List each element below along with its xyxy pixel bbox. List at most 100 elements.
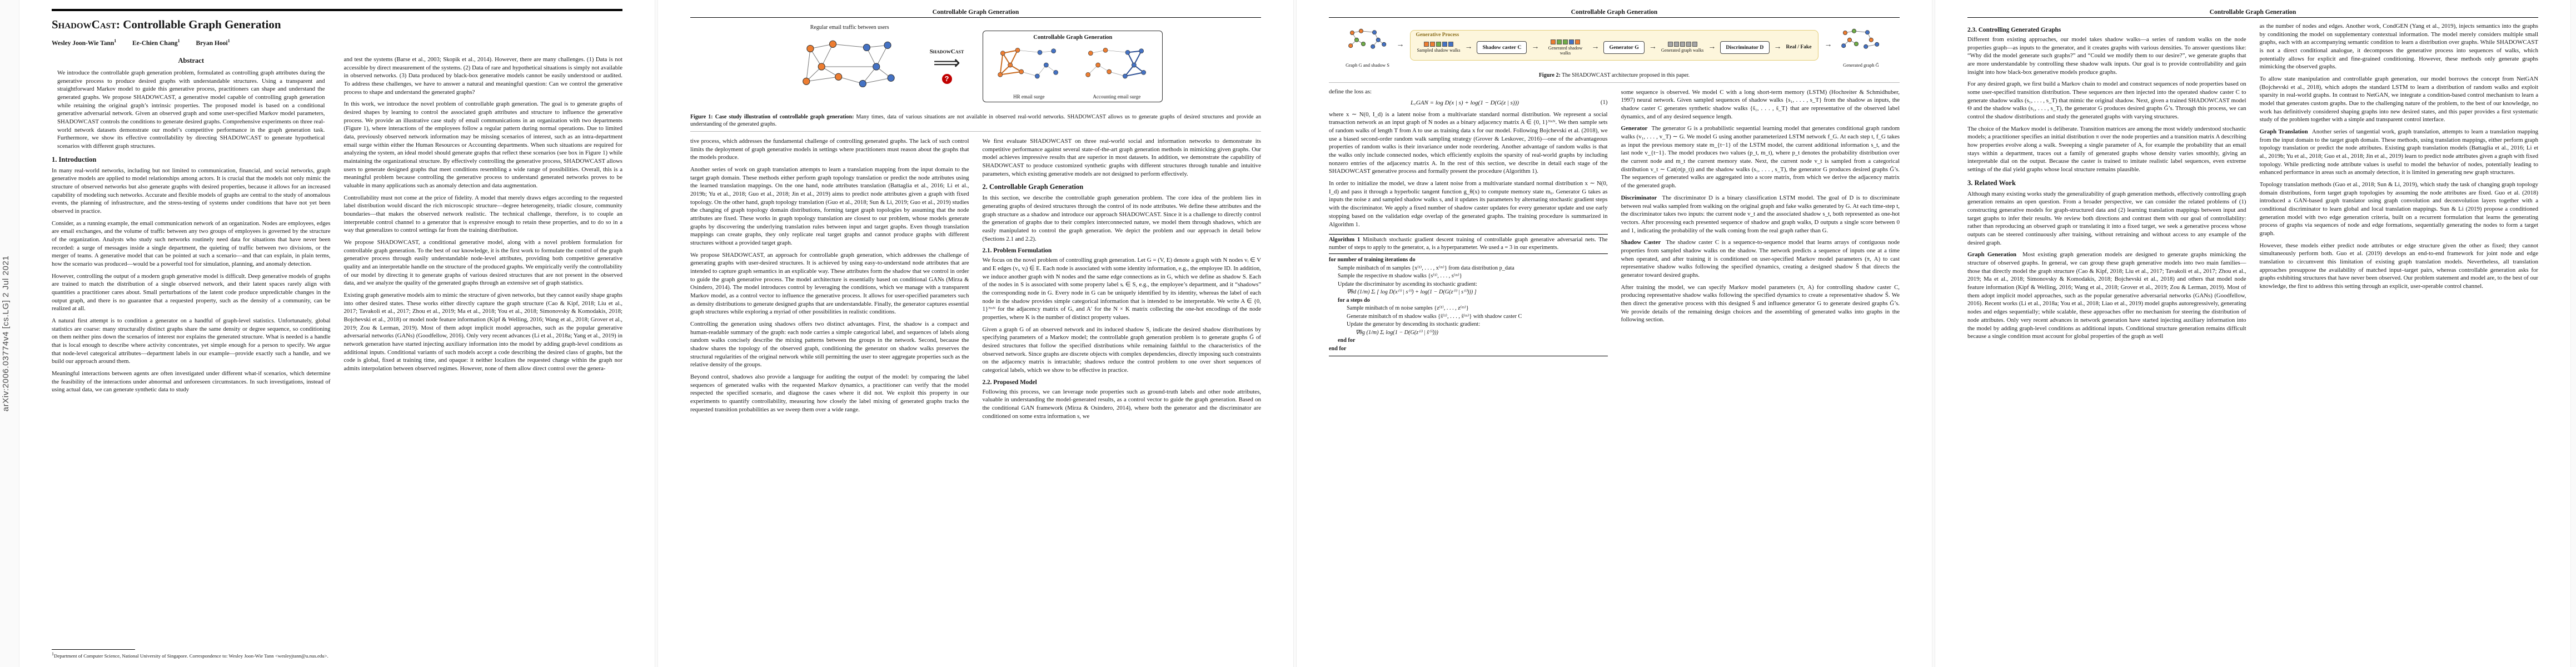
section-heading-2-1: 2.1. Problem Formulation	[982, 247, 1052, 255]
generator-term-lead: Generator	[1621, 125, 1648, 132]
authors-line: Wesley Joon-Wie Tann1 Ee-Chien Chang1 Br…	[52, 38, 622, 47]
section-heading-2-3: 2.3. Controlling Generated Graphs	[1967, 27, 2061, 33]
page-3: Controllable Graph Generation	[1296, 0, 1932, 667]
figure-divider	[1329, 82, 1900, 83]
body-paragraph: For any desired graph, we first build a …	[1967, 81, 2246, 121]
algorithm-line: end for	[1338, 337, 1356, 344]
running-header: Controllable Graph Generation	[2209, 9, 2296, 16]
graph-generation-lead: Graph Generation	[1967, 251, 2017, 258]
body-paragraph: some sequence is observed. We model C wi…	[1621, 88, 1900, 120]
author-1: Wesley Joon-Wie Tann1	[52, 38, 117, 47]
body-paragraph: Consider, as a running example, the emai…	[52, 220, 331, 267]
page2-columns: tive process, which addresses the fundam…	[690, 137, 1261, 424]
body-paragraph: We propose SHADOWCAST, an approach for c…	[690, 251, 969, 316]
body-paragraph: However, controlling the output of a mod…	[52, 272, 331, 312]
page4-right-column: as the number of nodes and edges. Anothe…	[2260, 22, 2539, 345]
section-heading-2-2: 2.2. Proposed Model	[982, 379, 1037, 386]
sampled-shadow-walks: Sampled shadow walks	[1417, 42, 1461, 53]
arxiv-stamp: arXiv:2006.03774v4 [cs.LG] 2 Jul 2021	[1, 255, 11, 412]
generated-graph-2-label: Accounting email surge	[1093, 93, 1141, 99]
algorithm-line: for number of training iterations do	[1329, 257, 1416, 263]
discriminator-output-label: Real / Fake	[1786, 44, 1812, 51]
arrow-icon: →	[1591, 43, 1600, 52]
body-paragraph: Given a graph G of an observed network a…	[982, 326, 1262, 374]
algorithm-line: Sample minibatch of m noise samples {z⁽¹…	[1347, 305, 1469, 312]
algorithm-line: for a steps do	[1338, 297, 1370, 303]
algorithm-line: Sample minibatch of m samples {x⁽¹⁾, . .…	[1338, 265, 1514, 271]
abstract-block: Abstract We introduce the controllable g…	[52, 57, 331, 151]
author-3-affiliation: 1	[227, 38, 230, 43]
figure-1-observed-network: Regular email traffic between users	[789, 24, 911, 108]
author-2: Ee-Chien Chang1	[132, 38, 180, 47]
generated-graph-1-label: HR email surge	[1013, 93, 1045, 99]
generated-graph-2: Accounting email surge	[1078, 42, 1155, 99]
arrow-icon: →	[1708, 43, 1716, 52]
figure-1-caption-lead: Figure 1: Case study illustration of con…	[690, 114, 854, 120]
section-heading-introduction: 1. Introduction	[52, 155, 97, 163]
equation-1-number: (1)	[1600, 99, 1608, 106]
body-paragraph: Another series of work on graph translat…	[690, 166, 969, 247]
body-paragraph: Controlling the generation using shadows…	[690, 321, 969, 369]
body-paragraph: as the number of nodes and edges. Anothe…	[2259, 23, 2539, 71]
paper-title-smallcaps: ShadowCast	[52, 18, 117, 31]
page4-left-column: 2.3. Controlling Generated Graphs Differ…	[1967, 22, 2246, 345]
paper-title-rest: : Controllable Graph Generation	[116, 18, 281, 31]
figure-1-graphic: Regular email traffic between users	[690, 22, 1261, 110]
page3-left-column: define the loss as: L꜀GAN = log D(x | s)…	[1329, 88, 1608, 357]
page4-columns: 2.3. Controlling Generated Graphs Differ…	[1967, 22, 2538, 345]
figure-1-generated-box: Controllable Graph Generation	[983, 30, 1163, 102]
algorithm-1-box: Algorithm 1 Minibatch stochastic gradien…	[1329, 234, 1608, 357]
generator-box: Generator G	[1603, 41, 1645, 54]
body-paragraph: To allow state manipulation and controll…	[2259, 76, 2539, 123]
algorithm-line: Generate minibatch of m shadow walks {s̃…	[1347, 313, 1522, 320]
shadow-caster-box: Shadow caster C	[1477, 41, 1527, 54]
pages-strip: ShadowCast: Controllable Graph Generatio…	[19, 0, 2571, 667]
generated-network-graphic-1	[998, 47, 1059, 78]
algorithm-line: end for	[1329, 345, 1347, 352]
walk-squares-graphic	[1417, 42, 1461, 47]
page-1: ShadowCast: Controllable Graph Generatio…	[19, 0, 655, 667]
figure-1-arrow-label: ShadowCast	[929, 48, 964, 55]
right-double-arrow-icon: ⟹	[933, 53, 960, 73]
body-paragraph: Following this process, we can leverage …	[982, 388, 1262, 420]
figure-1-left-label: Regular email traffic between users	[810, 24, 889, 31]
generative-process-panel: Generative Process Sampled shadow walks …	[1409, 29, 1819, 61]
body-paragraph: We first evaluate SHADOWCAST on three re…	[982, 138, 1262, 177]
running-header: Controllable Graph Generation	[932, 9, 1019, 16]
abstract-heading: Abstract	[178, 56, 204, 64]
body-paragraph: After training the model, we can specify…	[1621, 283, 1900, 323]
algorithm-line: Update the generator by descending its s…	[1347, 321, 1481, 328]
figure-2-output: Generated graph G̃	[1837, 22, 1884, 68]
algorithm-line: Update the discriminator by ascending it…	[1338, 281, 1477, 287]
arrow-icon: →	[1648, 43, 1657, 52]
algorithm-1-title: Algorithm 1 Minibatch stochastic gradien…	[1329, 235, 1608, 255]
figure-2-input: Graph G and shadow S	[1344, 22, 1391, 68]
input-graph-graphic	[1348, 28, 1386, 49]
discriminator-term-lead: Discriminator	[1621, 194, 1657, 201]
figure-1-transform-arrow: ShadowCast ⟹ ?	[930, 48, 964, 84]
section-heading-2: 2. Controllable Graph Generation	[982, 183, 1084, 191]
graph-translation-lead: Graph Translation	[2259, 128, 2308, 136]
body-paragraph: Meaningful interactions between agents a…	[52, 370, 331, 394]
page2-right-column: We first evaluate SHADOWCAST on three re…	[983, 137, 1262, 424]
arrow-icon: →	[1464, 43, 1473, 52]
title-rule-divider	[52, 9, 622, 11]
question-mark-icon: ?	[941, 74, 952, 84]
body-paragraph-generator: Generator The generator G is a probabili…	[1621, 125, 1900, 190]
figure-divider	[690, 131, 1261, 132]
body-paragraph: Existing graph generative models aim to …	[343, 291, 623, 372]
observed-network-graphic	[802, 40, 895, 88]
paper-title: ShadowCast: Controllable Graph Generatio…	[52, 18, 622, 32]
body-paragraph-shadow-caster: Shadow Caster The shadow caster C is a s…	[1621, 239, 1900, 278]
body-paragraph: In many real-world networks, including b…	[52, 167, 331, 215]
body-paragraph-discriminator: Discriminator The discriminator D is a b…	[1621, 194, 1900, 234]
body-paragraph-graph-translation: Graph Translation Another series of tang…	[2259, 128, 2539, 176]
body-paragraph: Controllability must not come at the pri…	[343, 194, 623, 234]
footnote-block: 1Department of Computer Science, Nationa…	[52, 649, 331, 659]
abstract-text: We introduce the controllable graph gene…	[57, 69, 325, 150]
body-paragraph: In this section, we describe the control…	[982, 195, 1262, 242]
body-paragraph: We propose SHADOWCAST, a conditional gen…	[343, 238, 623, 287]
page1-right-column: and test the systems (Barse et al., 2003…	[344, 56, 623, 398]
continuation-line: define the loss as:	[1329, 88, 1372, 95]
body-paragraph: Although many existing works study the g…	[1967, 190, 2246, 246]
